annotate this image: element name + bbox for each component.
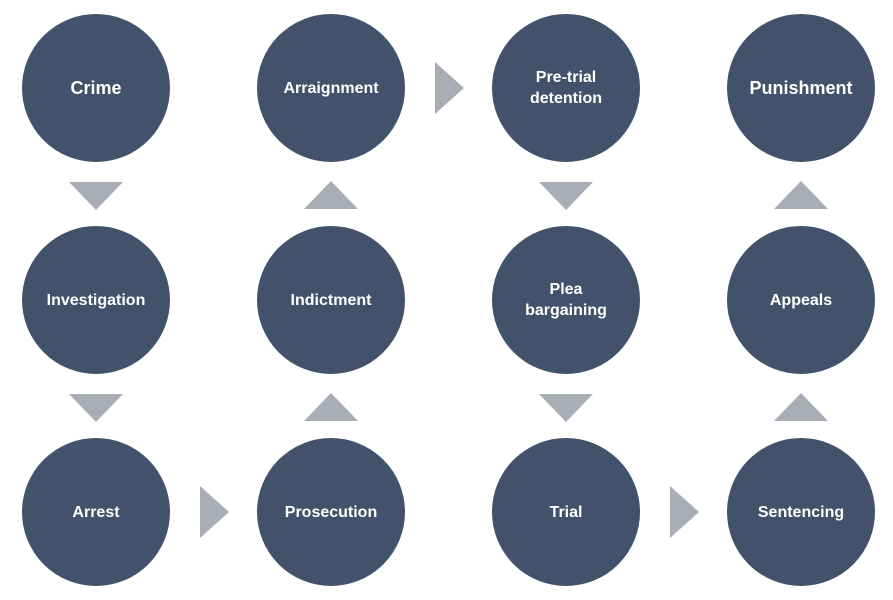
arrow-arraignment-to-pre-trial-detention: [435, 62, 464, 114]
node-sentencing: Sentencing: [724, 435, 878, 589]
node-label: Indictment: [290, 291, 372, 309]
node-pre-trial-detention: Pre-trial detention: [489, 11, 643, 165]
node-punishment: Punishment: [724, 11, 878, 165]
arrow-crime-to-investigation: [69, 182, 123, 210]
node-label: Pre-trial detention: [530, 69, 602, 107]
arrow-sentencing-to-appeals: [774, 393, 828, 421]
node-crime: Crime: [19, 11, 173, 165]
node-label: Crime: [70, 77, 122, 98]
node-label: Prosecution: [284, 503, 378, 521]
arrow-investigation-to-arrest: [69, 394, 123, 422]
node-label: Trial: [549, 503, 583, 521]
node-appeals: Appeals: [724, 223, 878, 377]
node-prosecution: Prosecution: [254, 435, 408, 589]
arrow-trial-to-sentencing: [670, 486, 699, 538]
node-label: Arrest: [72, 503, 120, 521]
node-label: Arraignment: [283, 79, 379, 97]
arrow-appeals-to-punishment: [774, 181, 828, 209]
node-label: Investigation: [46, 291, 146, 309]
node-plea-bargaining: Plea bargaining: [489, 223, 643, 377]
node-arraignment: Arraignment: [254, 11, 408, 165]
node-label: Punishment: [749, 77, 853, 98]
node-label: Appeals: [769, 291, 833, 309]
node-trial: Trial: [489, 435, 643, 589]
node-label: Sentencing: [757, 503, 845, 521]
node-investigation: Investigation: [19, 223, 173, 377]
node-arrest: Arrest: [19, 435, 173, 589]
node-indictment: Indictment: [254, 223, 408, 377]
arrow-pre-trial-detention-to-plea-bargaining: [539, 182, 593, 210]
node-label: Plea bargaining: [525, 281, 607, 319]
arrow-prosecution-to-indictment: [304, 393, 358, 421]
arrow-indictment-to-arraignment: [304, 181, 358, 209]
arrow-plea-bargaining-to-trial: [539, 394, 593, 422]
arrow-arrest-to-prosecution: [200, 486, 229, 538]
